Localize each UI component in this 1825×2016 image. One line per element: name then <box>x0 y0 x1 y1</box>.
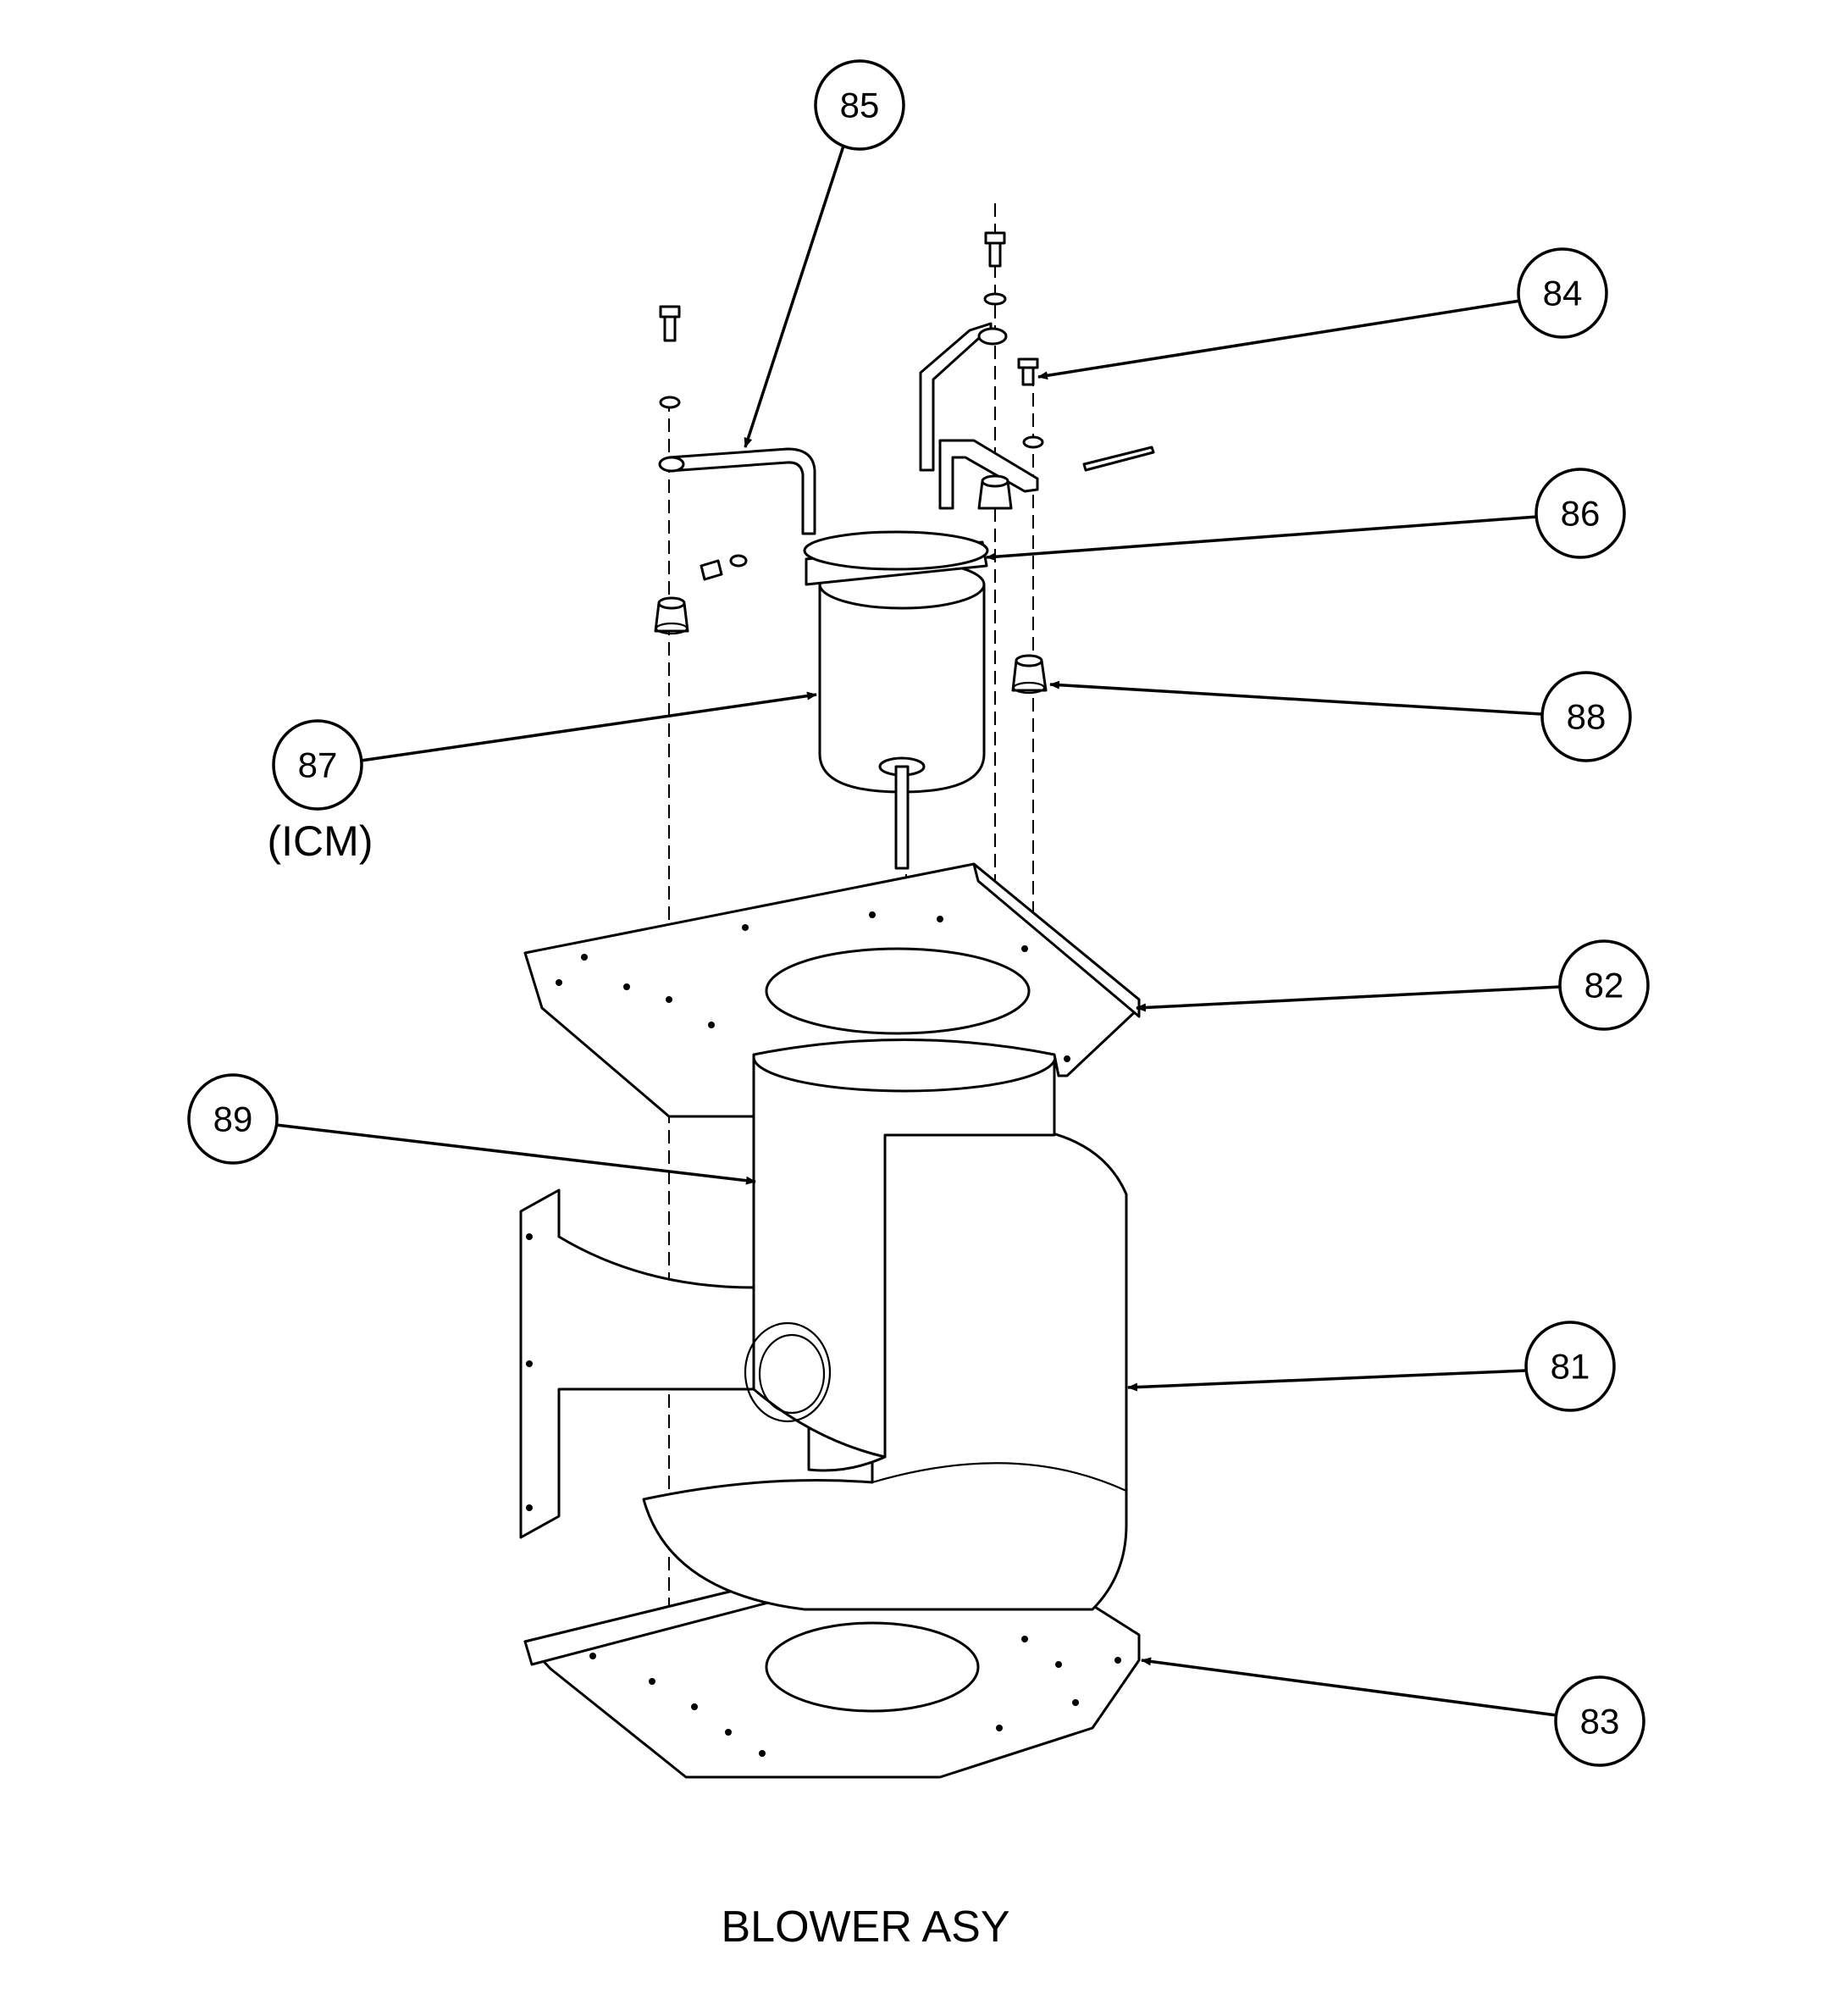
exploded-view-drawing <box>519 203 1155 1779</box>
right-mounting-arm <box>919 231 1155 510</box>
callout-82: 82 <box>1136 939 1650 1031</box>
callout-83: 83 <box>1141 1657 1645 1767</box>
callout-84: 84 <box>1037 247 1608 380</box>
callout-89: 89 <box>187 1073 756 1185</box>
callout-85: 85 <box>744 59 905 448</box>
callout-88: 88 <box>1049 671 1632 762</box>
callout-82-label: 82 <box>1584 966 1624 1005</box>
callout-85-label: 85 <box>840 86 880 125</box>
callout-86: 86 <box>986 468 1626 562</box>
callout-87-sublabel: (ICM) <box>268 817 373 865</box>
diagram-title: BLOWER ASY <box>722 1902 1010 1952</box>
callout-81-label: 81 <box>1551 1347 1590 1387</box>
callout-81: 81 <box>1127 1321 1616 1412</box>
callout-84-label: 84 <box>1543 274 1583 313</box>
nut-washer <box>700 554 748 581</box>
motor <box>803 530 989 870</box>
top-plate <box>523 862 1141 1118</box>
isolator-left <box>654 596 689 635</box>
callout-83-label: 83 <box>1580 1702 1620 1742</box>
callout-88-label: 88 <box>1567 697 1607 737</box>
callout-89-label: 89 <box>213 1099 253 1139</box>
isolator-top <box>977 474 1013 510</box>
isolator-grommets <box>654 474 1048 695</box>
isolator-right <box>1011 654 1048 695</box>
callout-86-label: 86 <box>1561 494 1601 534</box>
callout-87-label: 87 <box>298 745 338 785</box>
callouts: 85 84 86 88 87 (ICM) <box>187 59 1650 1767</box>
left-mounting-arm <box>658 305 816 535</box>
callout-87: 87 (ICM) <box>268 691 817 865</box>
